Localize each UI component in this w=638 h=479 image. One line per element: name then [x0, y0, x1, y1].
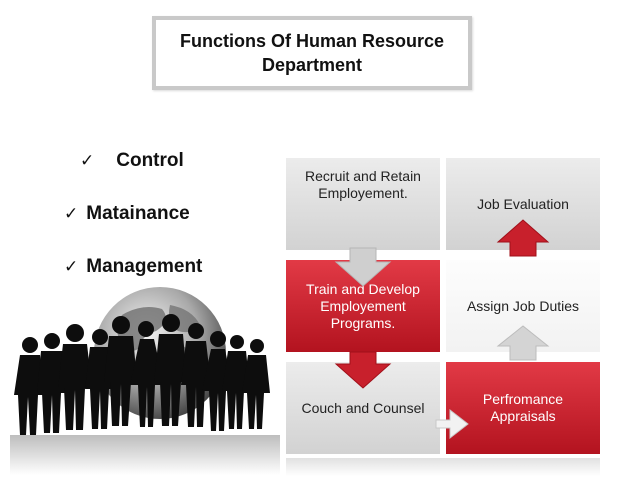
hr-functions-grid: Recruit and Retain Employement. Job Eval…: [286, 158, 600, 458]
checkmark-icon: ✓: [80, 151, 95, 171]
checklist-item-control: ✓ Control: [80, 150, 184, 172]
checklist-label: Control: [116, 150, 184, 171]
checklist-item-management: ✓ Management: [64, 256, 202, 278]
title-box: Functions Of Human Resource Department: [152, 16, 472, 90]
business-people-globe-illustration: [10, 287, 280, 475]
diagram-title: Functions Of Human Resource Department: [179, 31, 445, 75]
cell-couch-counsel: Couch and Counsel: [286, 362, 440, 454]
checklist-label: Management: [86, 256, 203, 277]
checklist: ✓ Control ✓ Matainance ✓ Management: [0, 0, 240, 290]
cell-performance-appraisals: Perfromance Appraisals: [446, 362, 600, 454]
checkmark-icon: ✓: [64, 257, 79, 277]
checkmark-icon: ✓: [64, 204, 79, 224]
cell-recruit-retain: Recruit and Retain Employement.: [286, 158, 440, 250]
grid-reflection: [286, 458, 600, 476]
cell-train-develop: Train and Develop Employement Programs.: [286, 260, 440, 352]
people-silhouettes: [14, 314, 270, 435]
cell-job-evaluation: Job Evaluation: [446, 158, 600, 250]
checklist-label: Matainance: [86, 203, 190, 224]
cell-assign-job-duties: Assign Job Duties: [446, 260, 600, 352]
checklist-item-matainance: ✓ Matainance: [64, 203, 190, 225]
